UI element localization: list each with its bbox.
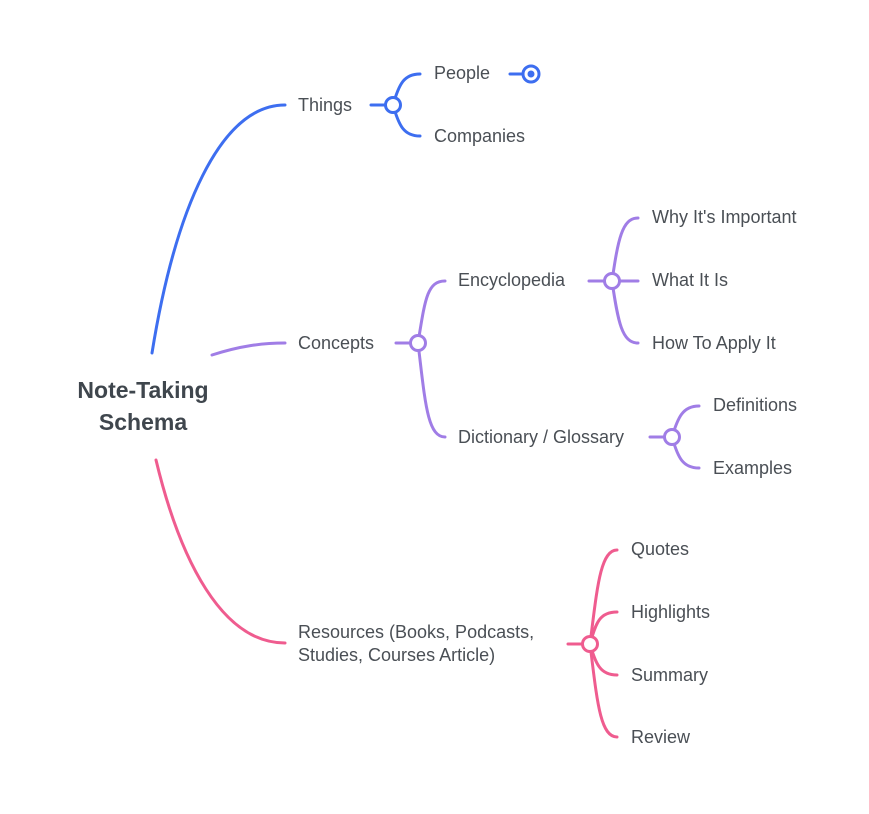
- node-why-its-important[interactable]: Why It's Important: [652, 207, 797, 227]
- node-summary[interactable]: Summary: [631, 665, 709, 685]
- branch-encyclopedia-how: [610, 279, 640, 345]
- collapse-toggle-concepts[interactable]: [409, 334, 427, 352]
- node-companies[interactable]: Companies: [434, 126, 526, 146]
- node-quotes[interactable]: Quotes: [631, 539, 690, 559]
- node-encyclopedia[interactable]: Encyclopedia: [458, 270, 566, 290]
- node-highlights[interactable]: Highlights: [631, 602, 711, 622]
- node-review[interactable]: Review: [631, 727, 691, 747]
- branch-resources-review: [588, 642, 619, 739]
- branch-root-resources: [154, 458, 287, 645]
- branch-concepts-encyclopedia: [416, 279, 447, 345]
- collapse-toggle-encyclopedia[interactable]: [603, 272, 621, 290]
- branch-concepts-dictionary: [416, 341, 447, 439]
- branch-encyclopedia-why: [610, 216, 640, 283]
- collapse-toggle-things[interactable]: [384, 96, 402, 114]
- collapse-toggle-people-dot: [527, 70, 535, 78]
- node-people[interactable]: People: [434, 63, 491, 83]
- collapse-toggle-dictionary[interactable]: [663, 428, 681, 446]
- node-resources[interactable]: Resources (Books, Podcasts, Studies, Cou…: [298, 622, 535, 665]
- branch-resources-quotes: [588, 548, 619, 646]
- node-examples[interactable]: Examples: [713, 458, 793, 478]
- branch-root-things: [150, 103, 287, 355]
- node-things[interactable]: Things: [298, 95, 353, 115]
- collapse-toggle-resources[interactable]: [581, 635, 599, 653]
- root-node[interactable]: Note-Taking Schema: [77, 377, 209, 435]
- node-how-to-apply-it[interactable]: How To Apply It: [652, 333, 776, 353]
- node-definitions[interactable]: Definitions: [713, 395, 798, 415]
- node-concepts[interactable]: Concepts: [298, 333, 375, 353]
- node-dictionary-glossary[interactable]: Dictionary / Glossary: [458, 427, 625, 447]
- node-what-it-is[interactable]: What It Is: [652, 270, 729, 290]
- branch-root-concepts: [210, 341, 287, 357]
